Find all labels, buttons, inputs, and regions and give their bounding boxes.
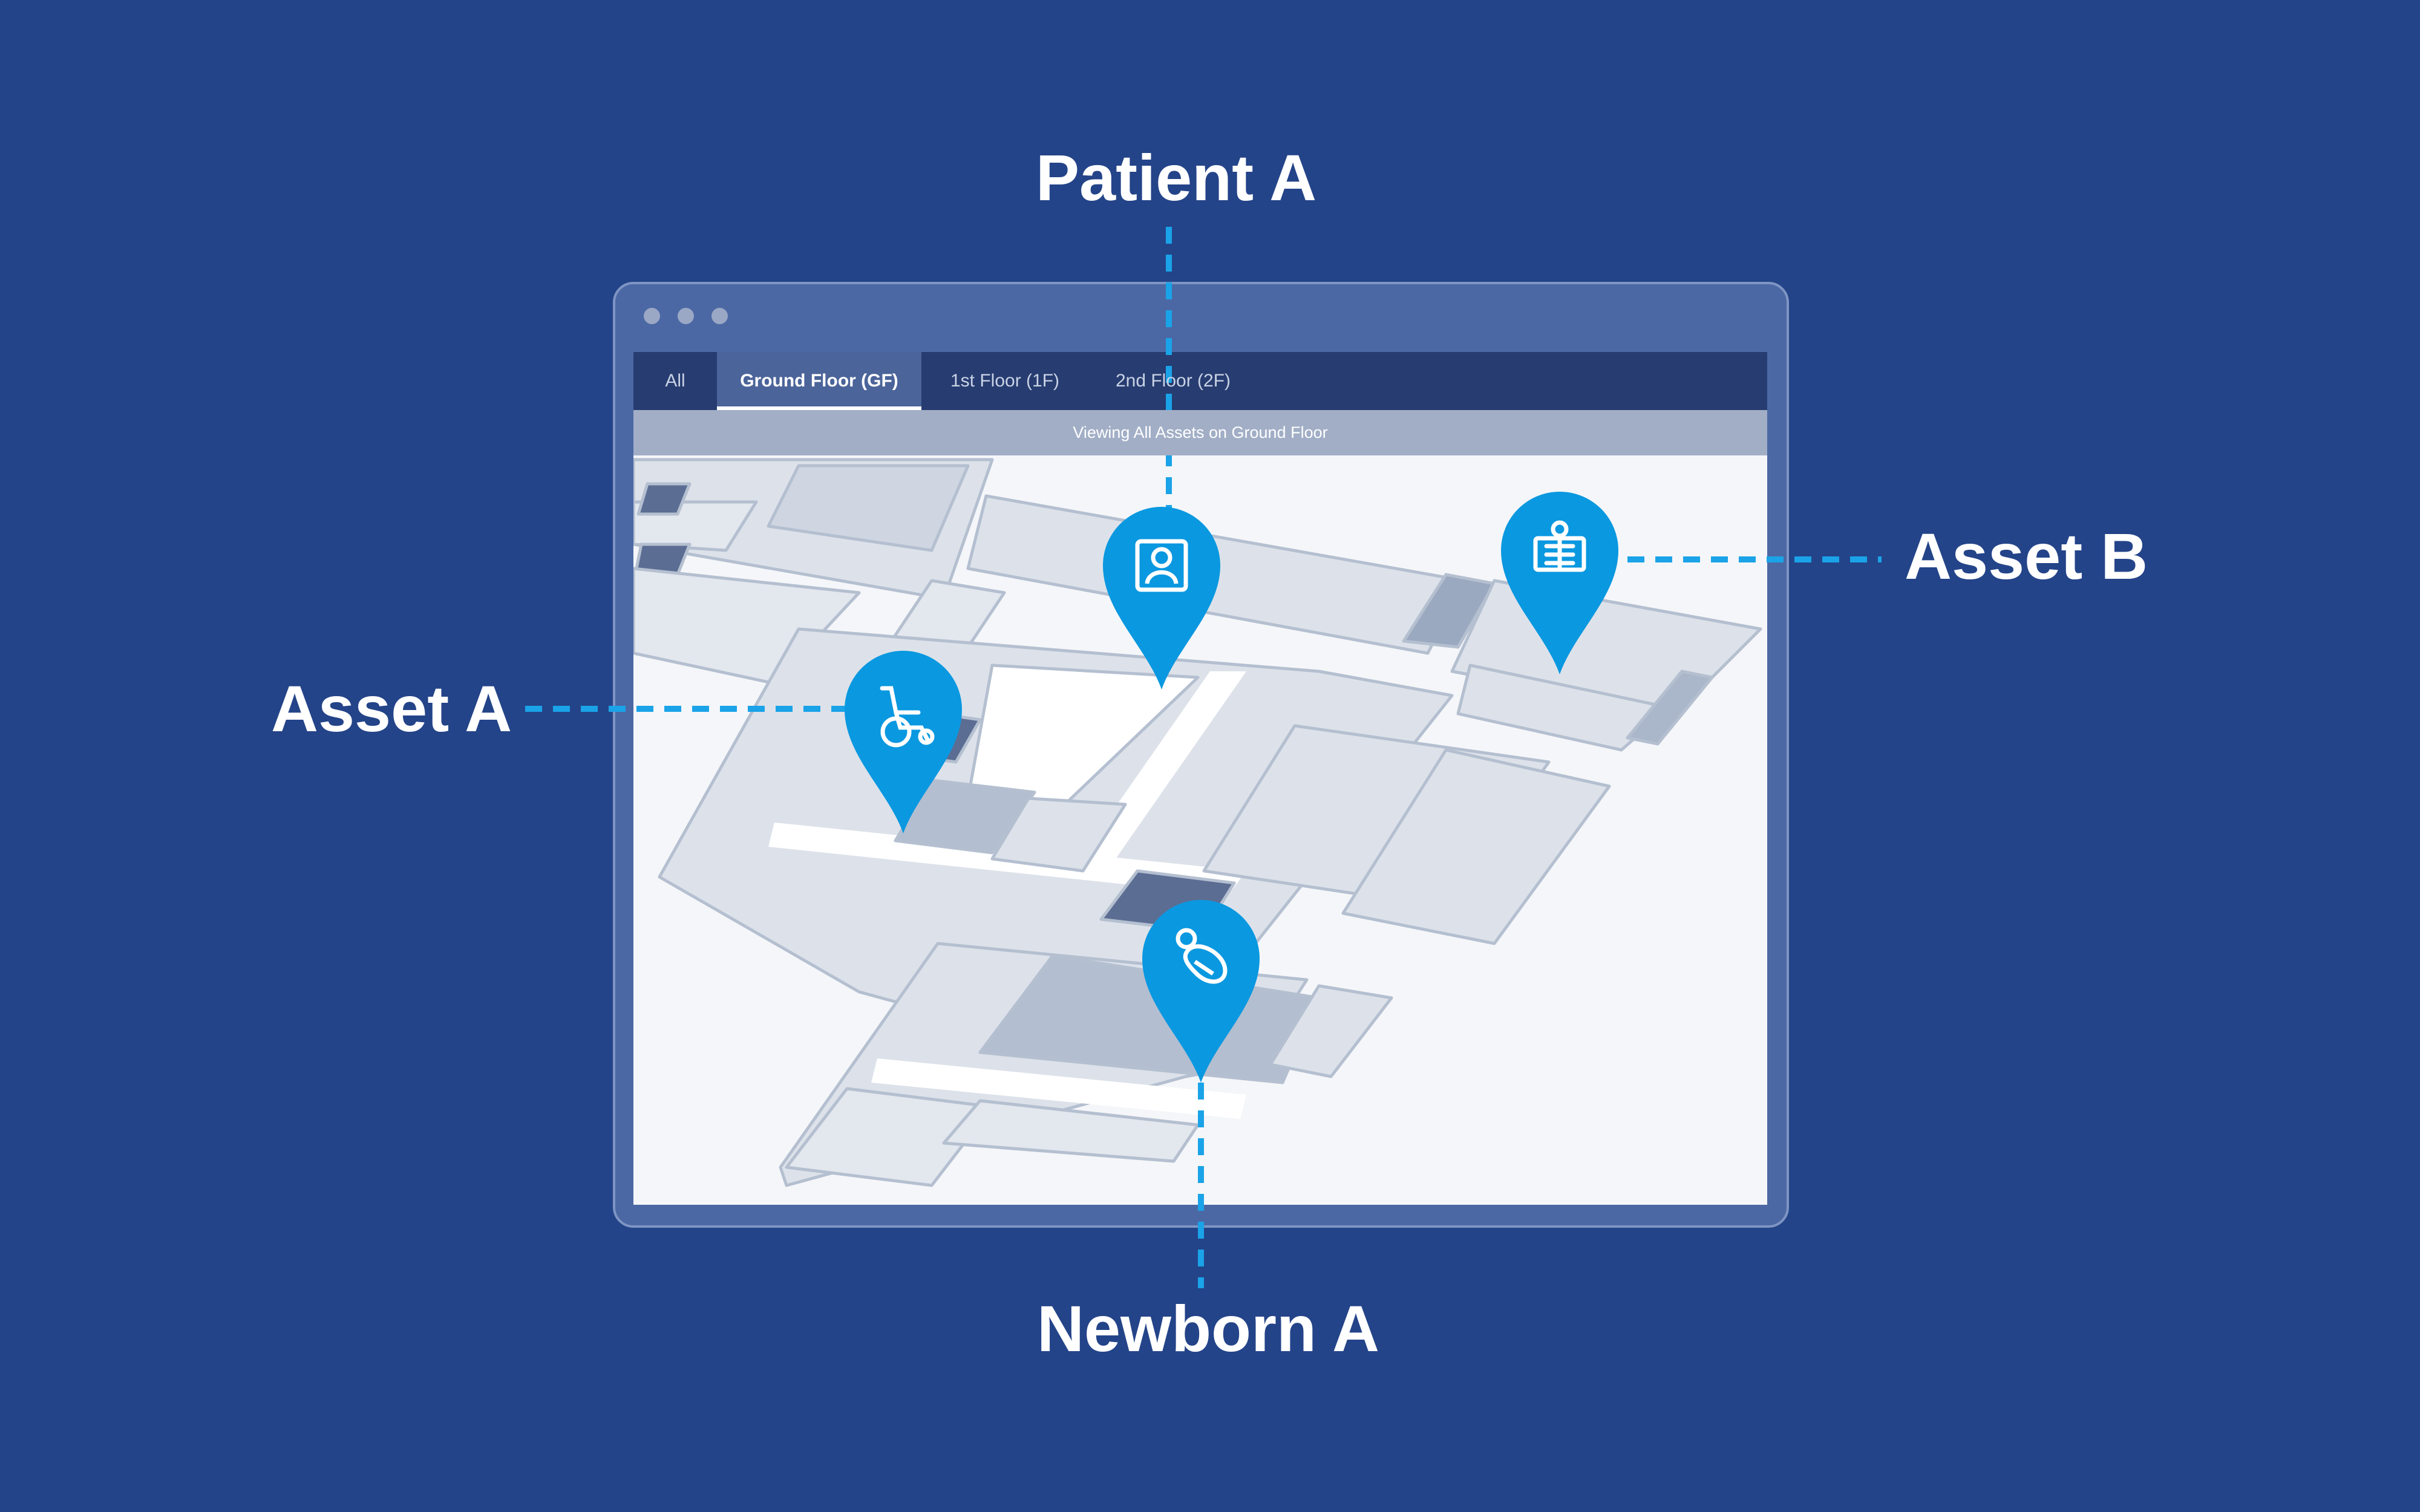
tab-all[interactable]: All	[633, 352, 717, 410]
tab-ground-floor[interactable]: Ground Floor (GF)	[717, 352, 921, 410]
floorplan-room-dark	[1626, 670, 1714, 746]
map-pin	[1103, 507, 1220, 689]
floorplan-room	[990, 797, 1127, 873]
map-pin	[1501, 492, 1618, 674]
tab-label: All	[665, 371, 685, 391]
floorplan-room	[767, 464, 970, 552]
tab-1st-floor[interactable]: 1st Floor (1F)	[921, 352, 1088, 410]
patient-badge-icon	[1135, 539, 1188, 592]
window-control-maximize[interactable]	[711, 308, 728, 324]
marker-newborn-a[interactable]	[1142, 900, 1260, 1083]
xray-icon	[1533, 520, 1586, 572]
callout-patient-a: Patient A	[1036, 141, 1317, 214]
floorplan-room	[1341, 748, 1611, 945]
tab-label: 2nd Floor (2F)	[1115, 371, 1231, 391]
callout-asset-b: Asset B	[1905, 520, 2148, 593]
callout-asset-a: Asset A	[271, 672, 512, 745]
marker-asset-a[interactable]	[845, 651, 962, 833]
map-pin	[1142, 900, 1260, 1083]
floorplan-room-dark	[636, 482, 692, 516]
floorplan-corridor	[871, 1058, 1246, 1119]
marker-asset-b[interactable]	[1501, 492, 1618, 674]
callout-newborn-a: Newborn A	[1037, 1292, 1379, 1365]
status-bar: Viewing All Assets on Ground Floor	[633, 410, 1767, 455]
tab-label: Ground Floor (GF)	[740, 371, 898, 391]
wheelchair-icon	[880, 686, 935, 748]
floorplan-room	[1456, 663, 1672, 752]
tab-label: 1st Floor (1F)	[950, 371, 1060, 391]
connector-lines	[525, 227, 1882, 1288]
floorplan-room	[785, 1087, 994, 1187]
marker-patient-a[interactable]	[1103, 507, 1220, 689]
window-control-close[interactable]	[644, 308, 660, 324]
floorplan-room	[1269, 984, 1393, 1078]
newborn-icon	[1176, 928, 1228, 984]
status-text: Viewing All Assets on Ground Floor	[1073, 423, 1328, 442]
floorplan-room	[942, 1099, 1200, 1163]
window-control-minimize[interactable]	[678, 308, 694, 324]
tab-2nd-floor[interactable]: 2nd Floor (2F)	[1088, 352, 1258, 410]
active-tab-indicator	[717, 406, 921, 410]
floorplan-room-dark	[1402, 573, 1496, 649]
